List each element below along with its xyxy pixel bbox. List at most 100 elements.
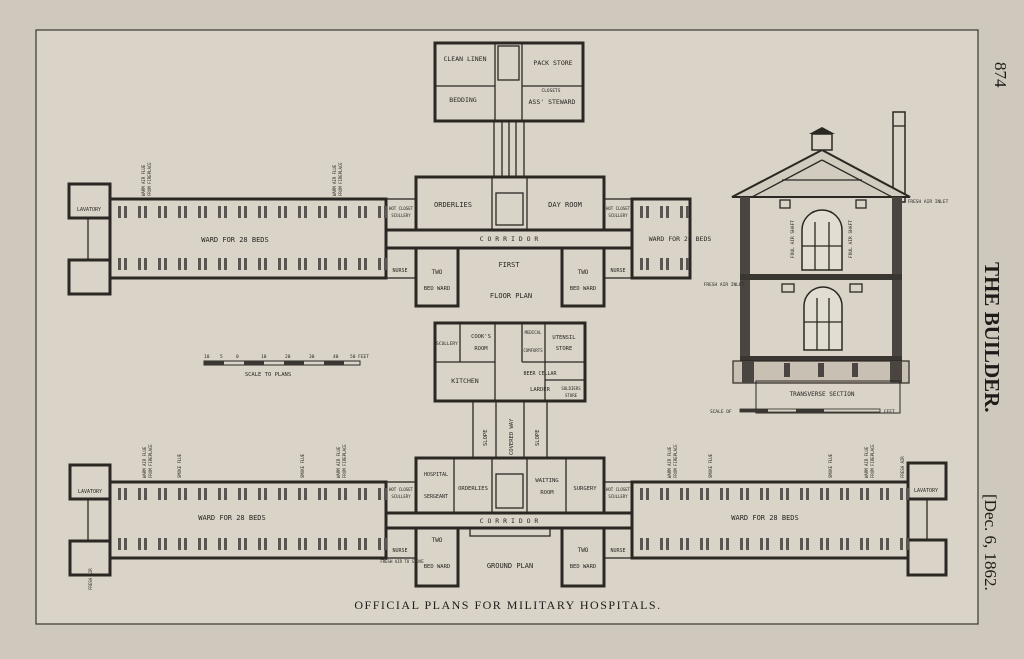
bed-mark	[720, 538, 723, 550]
bed-mark	[218, 488, 221, 500]
kb-kitchen: KITCHEN	[451, 377, 478, 385]
bed-mark	[344, 488, 347, 500]
bed-mark	[158, 206, 161, 218]
bed-mark	[680, 538, 683, 550]
gf-flue-4: SMOKE FLUE	[300, 453, 305, 478]
gf-hot-closet-left: HOT CLOSET	[389, 487, 414, 492]
bed-mark	[264, 206, 267, 218]
bed-mark	[780, 538, 783, 550]
kb-cooks: COOK'S	[471, 334, 491, 340]
bed-mark	[384, 206, 387, 218]
gf-room: ROOM	[540, 490, 554, 496]
section-foul-air-left: FOUL AIR SHAFT	[790, 220, 796, 258]
page-number: 874	[991, 62, 1010, 88]
ff-day-room: DAY ROOM	[548, 201, 582, 209]
gf-waiting: WAITING	[535, 478, 558, 484]
issue-date: [Dec. 6, 1862.	[981, 494, 1000, 591]
bed-mark	[324, 206, 327, 218]
bed-mark	[144, 206, 147, 218]
bed-mark	[318, 488, 321, 500]
bed-mark	[640, 538, 643, 550]
ff-ward-left: WARD FOR 28 BEDS	[201, 236, 268, 244]
bed-mark	[278, 206, 281, 218]
bed-mark	[224, 206, 227, 218]
bed-mark	[184, 206, 187, 218]
bed-mark	[224, 258, 227, 270]
scale-tick-7: 50 FEET	[350, 354, 369, 360]
gf-lavatory-left: LAVATORY	[78, 489, 102, 495]
bed-mark	[198, 538, 201, 550]
covered-way: SLOPE COVERED WAY SLOPE	[472, 400, 548, 459]
bed-mark	[646, 258, 649, 270]
bed-mark	[364, 488, 367, 500]
gf-title: GROUND PLAN	[487, 562, 533, 570]
bed-mark	[660, 488, 663, 500]
upper-store-block: CLEAN LINEN PACK STORE BEDDING ASS' STEW…	[433, 41, 585, 123]
bed-mark	[238, 206, 241, 218]
scale-tick-0: 10	[204, 354, 210, 360]
bed-mark	[700, 538, 703, 550]
bed-mark	[820, 538, 823, 550]
bed-mark	[726, 488, 729, 500]
bed-mark	[378, 258, 381, 270]
bed-mark	[640, 258, 643, 270]
bed-mark	[178, 258, 181, 270]
kb-soldiers: SOLDIERS	[561, 386, 581, 391]
bed-mark	[706, 538, 709, 550]
gf-note-fresh-air-stove: FRESH AIR TO STOVE	[380, 559, 424, 564]
gf-ward-left: WARD FOR 28 BEDS	[198, 514, 265, 522]
kb-medical: MEDICAL	[525, 330, 542, 335]
gf-flue-6: FROM FIREPLACE	[342, 444, 347, 478]
bed-mark	[144, 538, 147, 550]
ff-bed-ward-right: BED WARD	[570, 286, 597, 292]
bed-mark	[238, 258, 241, 270]
journal-title: THE BUILDER.	[980, 262, 1004, 413]
bed-mark	[826, 488, 829, 500]
room-pack-store: PACK STORE	[533, 59, 572, 67]
bed-mark	[846, 538, 849, 550]
bed-mark	[906, 488, 909, 500]
bed-mark	[686, 488, 689, 500]
kb-store: STORE	[556, 346, 573, 352]
bed-mark	[184, 538, 187, 550]
ff-flue-4: FROM FIREPLACE	[338, 162, 343, 196]
bed-mark	[298, 206, 301, 218]
bed-mark	[218, 258, 221, 270]
bed-mark	[686, 206, 689, 218]
section-fresh-air-lower: FRESH AIR INLET	[704, 282, 745, 288]
bed-mark	[906, 538, 909, 550]
first-floor-plan: LAVATORY ORDERLIES DAY ROOM C O R R I D …	[67, 162, 711, 308]
bed-mark	[158, 488, 161, 500]
gf-scullery-right: SCULLERY	[608, 494, 628, 499]
gf-corridor: C O R R I D O R	[480, 517, 539, 525]
bed-mark	[666, 538, 669, 550]
gf-lavatory-right: LAVATORY	[914, 488, 938, 494]
room-asst-steward: ASS' STEWARD	[529, 98, 576, 106]
gf-flue-10: SMOKE FLUE	[828, 453, 833, 478]
bed-mark	[364, 538, 367, 550]
bed-mark	[860, 488, 863, 500]
bed-mark	[660, 258, 663, 270]
bed-mark	[646, 488, 649, 500]
bed-mark	[164, 538, 167, 550]
kb-scullery: SCULLERY	[436, 341, 458, 347]
bed-mark	[344, 538, 347, 550]
bed-mark	[886, 488, 889, 500]
bed-mark	[298, 488, 301, 500]
bed-mark	[224, 538, 227, 550]
bed-mark	[680, 258, 683, 270]
room-clean-linen: CLEAN LINEN	[443, 55, 486, 63]
bed-mark	[700, 488, 703, 500]
gf-hospital: HOSPITAL	[424, 472, 448, 478]
gf-flue-11: WARM AIR FLUE	[864, 446, 869, 478]
bed-mark	[138, 488, 141, 500]
ff-bed-ward-left: BED WARD	[424, 286, 451, 292]
bed-mark	[800, 488, 803, 500]
ff-title-1: FIRST	[498, 261, 520, 269]
bed-mark	[880, 538, 883, 550]
bed-mark	[786, 538, 789, 550]
bed-mark	[258, 206, 261, 218]
bed-mark	[218, 538, 221, 550]
bed-mark	[780, 488, 783, 500]
bed-mark	[338, 538, 341, 550]
